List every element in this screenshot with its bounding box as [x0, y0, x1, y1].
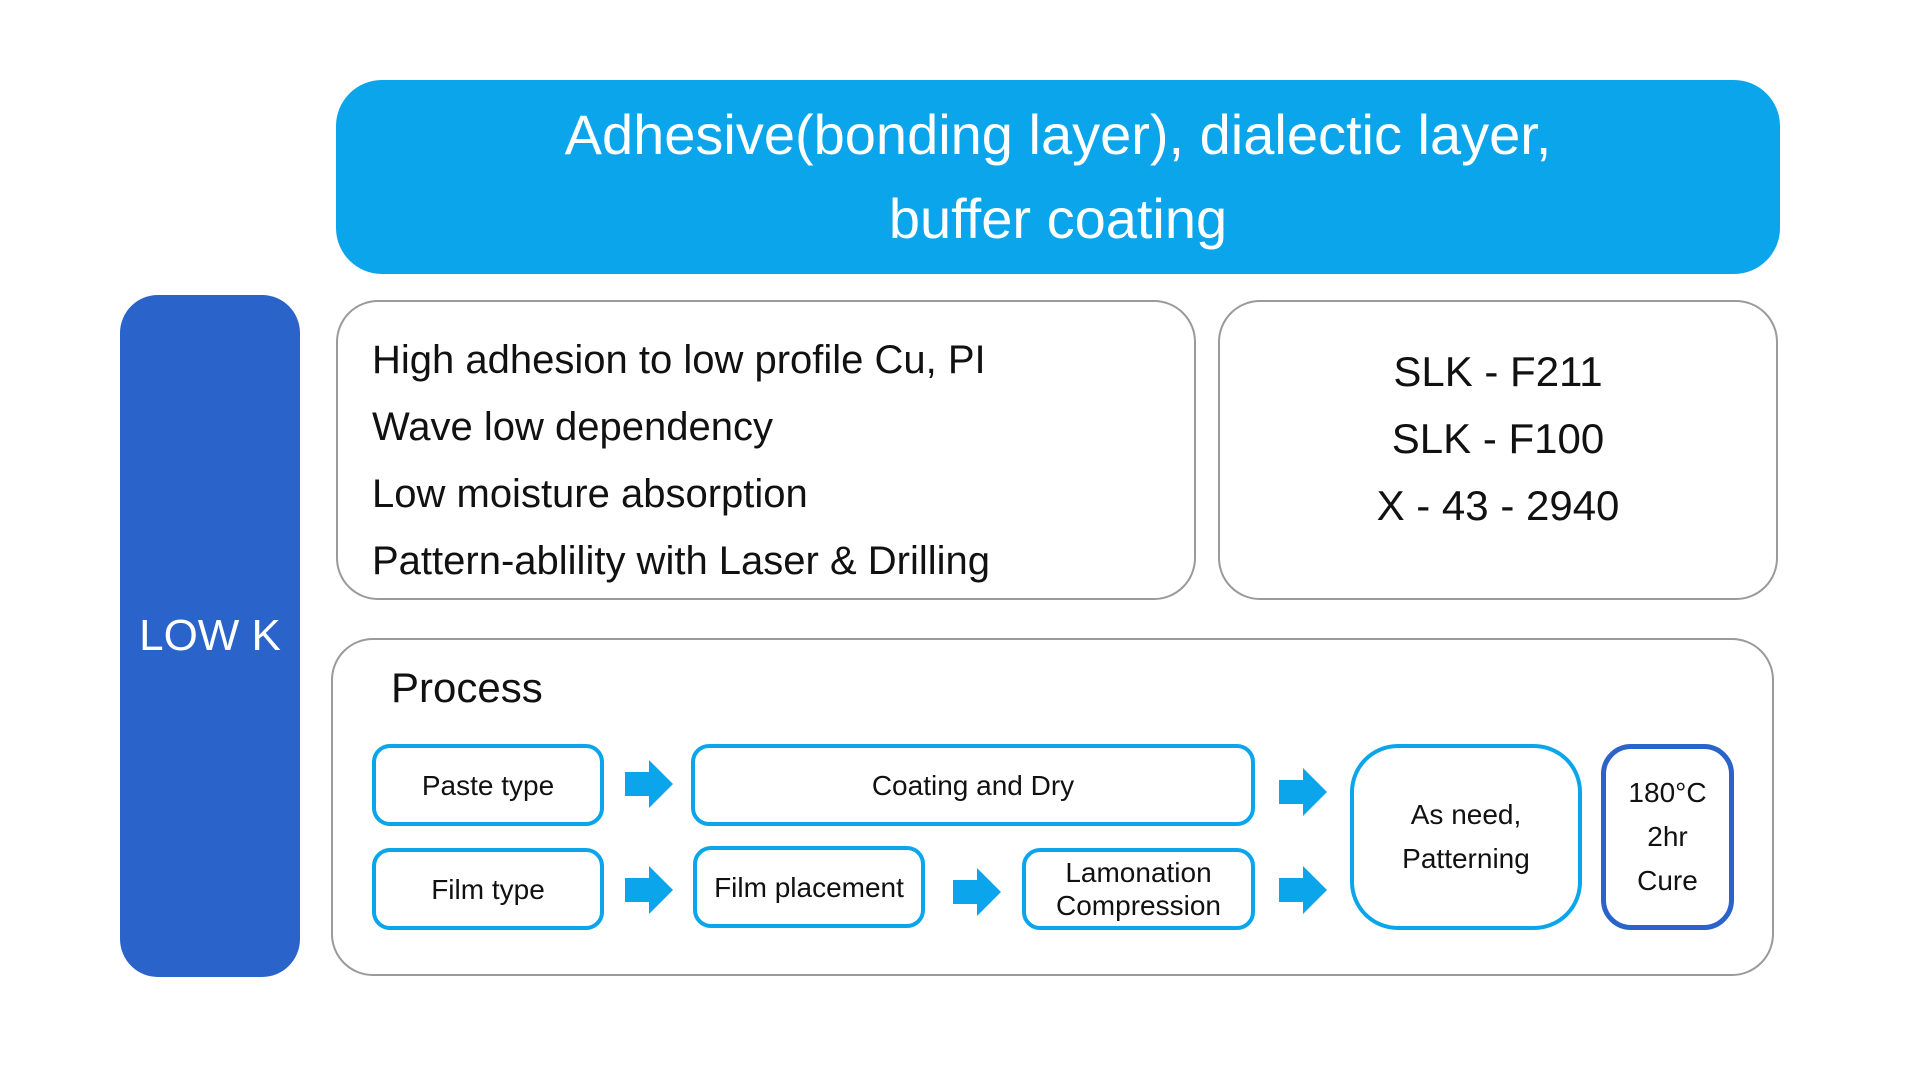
paste-type-label: Paste type — [421, 769, 555, 801]
arrow-right-icon — [1277, 864, 1329, 916]
arrow-right-icon — [1277, 766, 1329, 818]
feature-item: Wave low dependency — [372, 405, 773, 449]
header-title-line-2: buffer coating — [888, 187, 1228, 250]
cure-step: 180°C 2hr Cure — [1601, 744, 1734, 930]
lamonation-compression-step: Lamonation Compression — [1022, 848, 1255, 930]
coating-dry-label: Coating and Dry — [871, 769, 1075, 801]
header-banner: Adhesive(bonding layer), dialectic layer… — [336, 80, 1780, 274]
arrow-right-icon — [951, 866, 1003, 918]
arrow-right-icon — [623, 758, 675, 810]
arrow-right-icon — [623, 864, 675, 916]
film-type-step: Film type — [372, 848, 604, 930]
paste-type-step: Paste type — [372, 744, 604, 826]
film-type-label: Film type — [431, 873, 545, 905]
cure-label: Cure — [1637, 865, 1698, 896]
cure-temperature: 180°C — [1628, 777, 1707, 808]
product-item: X - 43 - 2940 — [1376, 481, 1620, 529]
patterning-label-line-2: Patterning — [1402, 843, 1530, 874]
feature-item: Pattern-ablility with Laser & Drilling — [372, 539, 991, 583]
lamonation-label-line-1: Lamonation — [1065, 857, 1212, 888]
low-k-label: LOW K — [120, 295, 300, 977]
lamonation-label-line-2: Compression — [1056, 890, 1221, 921]
film-placement-label: Film placement — [714, 871, 904, 903]
process-panel: Process Paste type Coating and Dry Film … — [331, 638, 1774, 976]
patterning-step: As need, Patterning — [1350, 744, 1582, 930]
features-panel: High adhesion to low profile Cu, PI Wave… — [336, 300, 1196, 600]
product-item: SLK - F100 — [1391, 414, 1605, 462]
cure-duration: 2hr — [1647, 821, 1688, 852]
process-title: Process — [391, 664, 543, 711]
product-item: SLK - F211 — [1393, 347, 1603, 395]
film-placement-step: Film placement — [693, 846, 925, 928]
feature-item: High adhesion to low profile Cu, PI — [372, 338, 986, 382]
feature-item: Low moisture absorption — [372, 472, 808, 516]
coating-dry-step: Coating and Dry — [691, 744, 1255, 826]
patterning-label-line-1: As need, — [1410, 799, 1522, 830]
products-panel: SLK - F211 SLK - F100 X - 43 - 2940 — [1218, 300, 1778, 600]
header-title-line-1: Adhesive(bonding layer), dialectic layer… — [564, 103, 1552, 166]
